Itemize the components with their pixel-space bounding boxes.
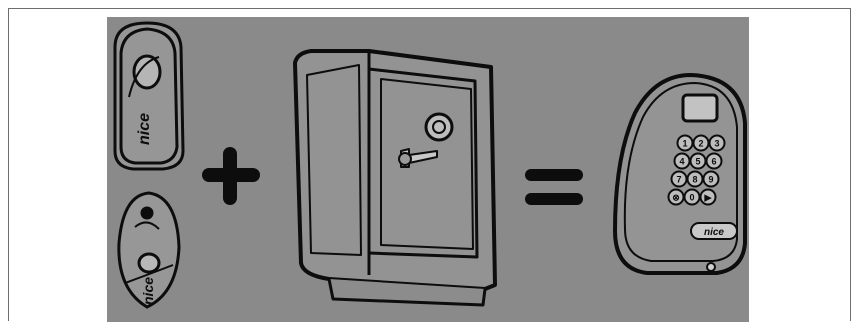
keypad-key-label: ⊗ [672,193,680,203]
keypad-key [705,152,723,170]
keypad-display [681,93,719,123]
plus-sign [202,147,260,205]
safe [293,49,497,307]
remote-button-icon [132,54,162,90]
combination-dial [424,112,454,142]
keypad-key-label: 8 [692,175,697,185]
keypad-led [706,262,716,272]
keypad-key-label: 0 [689,193,694,203]
keypad-key-label: 6 [711,157,716,167]
keypad-brand-badge [690,222,738,240]
keypad-key-label: 4 [679,157,684,167]
remote-brand-mark: nice [136,113,153,145]
remote-brand-mark: nice [140,277,156,305]
access-illustration: nice nice nice 1 2 3 [107,17,749,322]
keypad-key-label: ▶ [704,193,713,203]
remote-fob-rectangular: nice [113,21,185,171]
keypad-key-label: 9 [708,175,713,185]
keypad-key [708,134,726,152]
keypad-key-label: 1 [682,139,687,149]
keypad-key-label: 7 [676,175,681,185]
keypad-key-label: 2 [698,139,703,149]
keypad-brand-label: nice [704,227,724,238]
equals-sign [525,169,583,205]
keypad-keys: 1 2 3 4 5 6 7 8 9 ⊗ 0 ▶ [667,134,726,206]
keypad-key-label: 3 [714,139,719,149]
remote-fob-oval: nice [117,191,181,309]
remote-button-icon [134,221,160,230]
remote-button-icon [137,252,161,274]
keypad: nice 1 2 3 4 5 6 7 8 9 ⊗ 0 ▶ [613,73,747,275]
keypad-key [702,170,720,188]
keypad-key-label: 5 [695,157,700,167]
keypad-key [699,188,717,206]
